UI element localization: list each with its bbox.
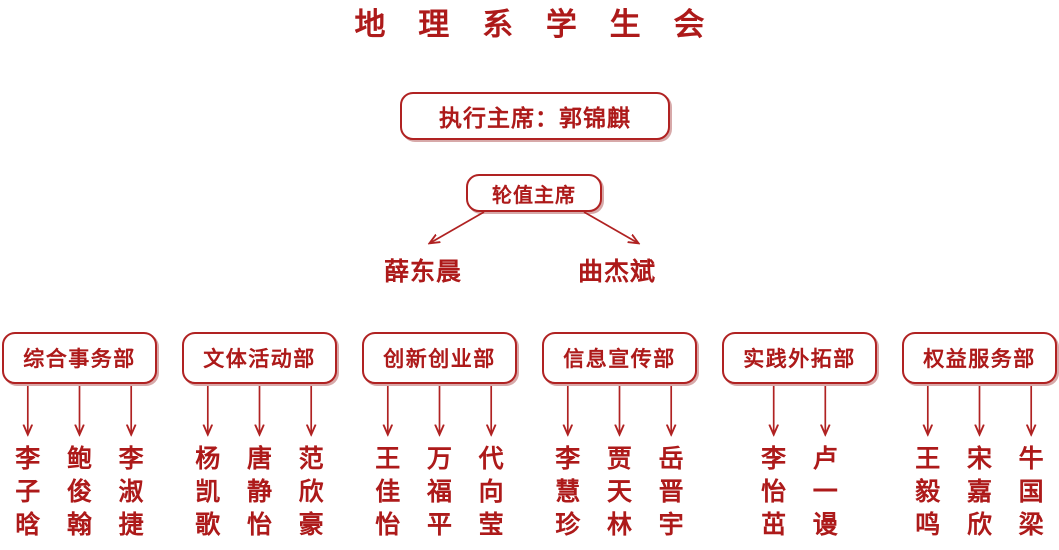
member-name-char: 怡 (375, 510, 401, 539)
member-name-char: 谩 (812, 510, 838, 539)
member-name-char: 万 (426, 444, 452, 473)
member-name: 李怡茁 (757, 442, 791, 541)
executive-chair-box[interactable]: 执行主席：郭锦麒 (400, 92, 670, 140)
member-name: 李淑捷 (114, 442, 148, 541)
member-name-char: 凯 (195, 477, 221, 506)
department-box-5[interactable]: 实践外拓部 (722, 332, 877, 384)
member-name-char: 欣 (298, 477, 324, 506)
member-name-char: 卢 (812, 444, 838, 473)
member-name-char: 翰 (66, 510, 92, 539)
member-name-char: 李 (555, 444, 581, 473)
member-name-char: 岳 (658, 444, 684, 473)
member-name-char: 平 (426, 510, 452, 539)
department-label: 信息宣传部 (563, 346, 676, 371)
member-name: 鲍俊翰 (63, 442, 97, 541)
member-name-char: 捷 (118, 510, 144, 539)
department-label: 实践外拓部 (743, 346, 856, 371)
member-name-char: 王 (915, 444, 941, 473)
member-name-char: 晋 (658, 477, 684, 506)
department-box-2[interactable]: 文体活动部 (182, 332, 337, 384)
member-name-char: 俊 (66, 477, 92, 506)
member-name-char: 李 (118, 444, 144, 473)
member-name-char: 珍 (555, 510, 581, 539)
member-name: 范欣豪 (294, 442, 328, 541)
member-name-char: 子 (15, 477, 41, 506)
member-name: 王佳怡 (371, 442, 405, 541)
member-name-char: 鸣 (915, 510, 941, 539)
member-name: 万福平 (423, 442, 457, 541)
department-label: 综合事务部 (23, 346, 136, 371)
department-box-3[interactable]: 创新创业部 (362, 332, 517, 384)
member-name-char: 牛 (1018, 444, 1044, 473)
member-name-char: 唐 (246, 444, 272, 473)
member-name-char: 李 (761, 444, 787, 473)
member-name-char: 怡 (761, 477, 787, 506)
member-name-char: 淑 (118, 477, 144, 506)
member-name: 牛国梁 (1014, 442, 1048, 541)
member-name: 李慧珍 (551, 442, 585, 541)
member-name-char: 茁 (761, 510, 787, 539)
rotating-chair-box[interactable]: 轮值主席 (466, 174, 602, 212)
member-name-char: 莹 (478, 510, 504, 539)
member-name-char: 佳 (375, 477, 401, 506)
member-name-char: 豪 (298, 510, 324, 539)
member-name: 卢一谩 (808, 442, 842, 541)
member-name: 王毅鸣 (911, 442, 945, 541)
rotating-chair-member-1: 薛东晨 (384, 257, 463, 286)
member-name: 李子晗 (11, 442, 45, 541)
member-name: 唐静怡 (243, 442, 277, 541)
member-name-char: 嘉 (966, 477, 992, 506)
member-name-char: 国 (1018, 477, 1044, 506)
rotating-chair-arrow-2 (583, 211, 638, 243)
member-name-char: 慧 (555, 477, 581, 506)
member-name-char: 王 (375, 444, 401, 473)
executive-chair-label: 执行主席：郭锦麒 (439, 105, 631, 132)
department-label: 创新创业部 (383, 346, 496, 371)
member-name-char: 一 (812, 477, 838, 506)
member-name-char: 贾 (606, 444, 632, 473)
member-name-char: 晗 (15, 510, 41, 539)
member-name: 代向莹 (474, 442, 508, 541)
department-box-4[interactable]: 信息宣传部 (542, 332, 697, 384)
rotating-chair-label: 轮值主席 (492, 182, 576, 207)
rotating-chair-arrow-1 (430, 211, 485, 243)
member-name-char: 林 (606, 510, 632, 539)
member-name-char: 毅 (915, 477, 941, 506)
member-name-char: 怡 (246, 510, 272, 539)
member-name-char: 歌 (195, 510, 221, 539)
member-name-char: 天 (606, 477, 632, 506)
department-label: 权益服务部 (923, 346, 1036, 371)
member-name: 贾天林 (603, 442, 637, 541)
member-name-char: 鲍 (66, 444, 92, 473)
member-name-char: 宇 (658, 510, 684, 539)
department-box-1[interactable]: 综合事务部 (2, 332, 157, 384)
rotating-chair-member-2: 曲杰斌 (578, 257, 657, 286)
member-name-char: 杨 (195, 444, 221, 473)
page-title: 地 理 系 学 生 会 (354, 7, 716, 43)
member-name: 岳晋宇 (654, 442, 688, 541)
member-name-char: 宋 (966, 444, 992, 473)
member-name-char: 李 (15, 444, 41, 473)
department-label: 文体活动部 (203, 346, 316, 371)
member-name: 杨凯歌 (191, 442, 225, 541)
member-name-char: 代 (478, 444, 504, 473)
department-box-6[interactable]: 权益服务部 (902, 332, 1057, 384)
member-name-char: 向 (478, 477, 504, 506)
member-name-char: 福 (426, 477, 452, 506)
member-name-char: 静 (246, 477, 272, 506)
member-name-char: 梁 (1018, 510, 1044, 539)
member-name: 宋嘉欣 (963, 442, 997, 541)
member-name-char: 欣 (966, 510, 992, 539)
member-name-char: 范 (298, 444, 324, 473)
